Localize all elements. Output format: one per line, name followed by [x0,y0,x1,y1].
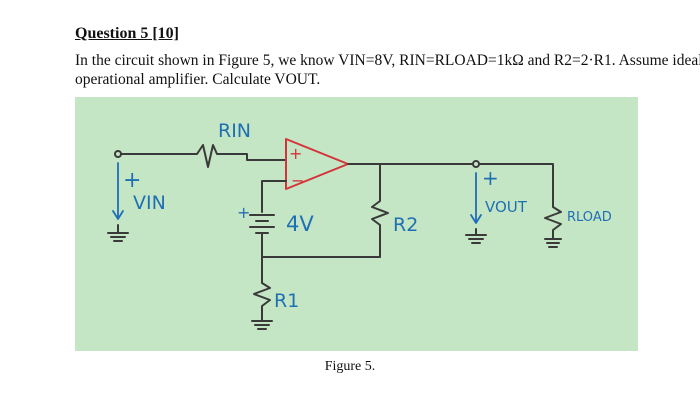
vout-plus-label: + [482,166,499,190]
rin-label: RIN [218,120,251,142]
r2-resistor [371,163,389,258]
battery-plus-label: + [237,203,250,222]
figure-caption: Figure 5. [324,359,376,374]
r1-resistor [251,256,273,330]
question-line-2: operational amplifier. Calculate VOUT. [75,71,321,88]
vin-plus-label: + [123,168,141,193]
battery-value-label: 4V [286,212,314,236]
question-text: In the circuit shown in Figure 5, we kno… [75,51,700,89]
output-wiring [347,160,562,248]
vin-label: VIN [133,192,166,214]
opamp-plus-label: + [289,144,302,163]
vin-source [107,162,129,242]
r2-label: R2 [393,214,418,236]
circuit-diagram: RIN + VIN + − + 4V R2 R1 + VOUT RLOAD [107,120,612,330]
opamp-minus-label: − [291,171,304,190]
vout-label: VOUT [485,198,528,216]
vout-measure [465,172,487,244]
input-wiring [114,144,287,168]
minus-feedback-wiring [261,180,287,213]
r1-label: R1 [274,290,299,312]
question-line-1: In the circuit shown in Figure 5, we kno… [75,52,700,69]
rload-label: RLOAD [567,210,612,225]
question-heading: Question 5 [10] [75,25,179,42]
opamp [285,138,349,190]
circuit-figure: RIN + VIN + − + 4V R2 R1 + VOUT RLOAD [75,97,638,351]
battery [249,214,381,258]
